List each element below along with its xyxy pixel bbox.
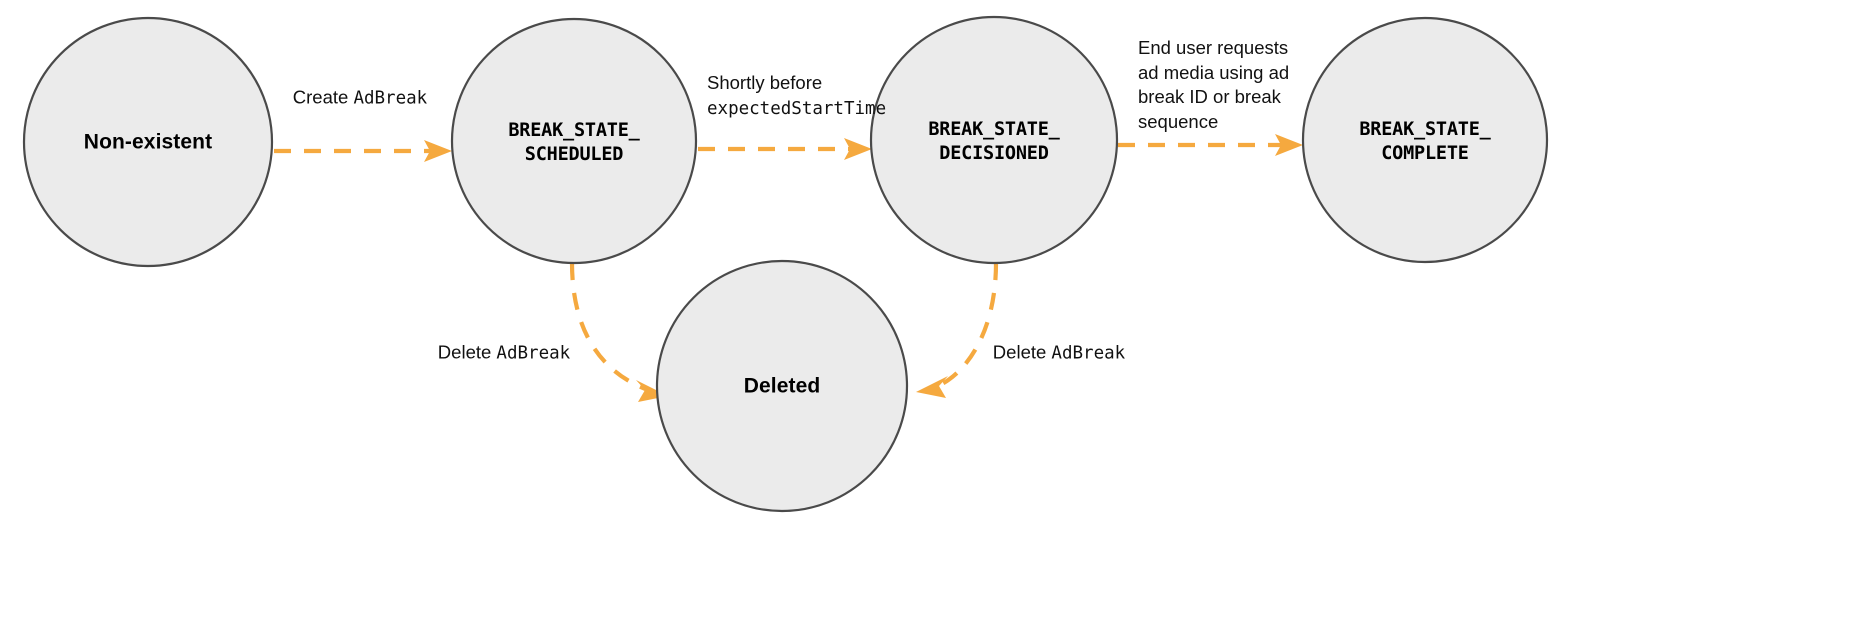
edge-end-user-requests[interactable]: [1118, 134, 1303, 156]
node-non-existent[interactable]: [22, 16, 274, 268]
edge-create-adbreak-arrowhead: [424, 140, 452, 162]
edge-delete-from-decisioned-arrowhead: [916, 376, 948, 398]
node-break-state-decisioned[interactable]: [869, 15, 1119, 265]
node-break-state-complete[interactable]: [1301, 16, 1549, 264]
node-layer: [22, 15, 1549, 513]
edge-layer: [274, 134, 1303, 402]
node-break-state-scheduled[interactable]: [450, 17, 698, 265]
edge-shortly-before[interactable]: [698, 138, 872, 160]
edge-delete-from-decisioned[interactable]: [916, 262, 999, 398]
edge-shortly-before-arrowhead: [844, 138, 872, 160]
edge-delete-from-scheduled[interactable]: [569, 262, 668, 402]
node-deleted[interactable]: [655, 259, 909, 513]
edge-end-user-requests-arrowhead: [1275, 134, 1303, 156]
edge-delete-from-scheduled-line: [569, 262, 649, 392]
edge-create-adbreak[interactable]: [274, 140, 452, 162]
edge-delete-from-decisioned-line: [937, 262, 999, 388]
